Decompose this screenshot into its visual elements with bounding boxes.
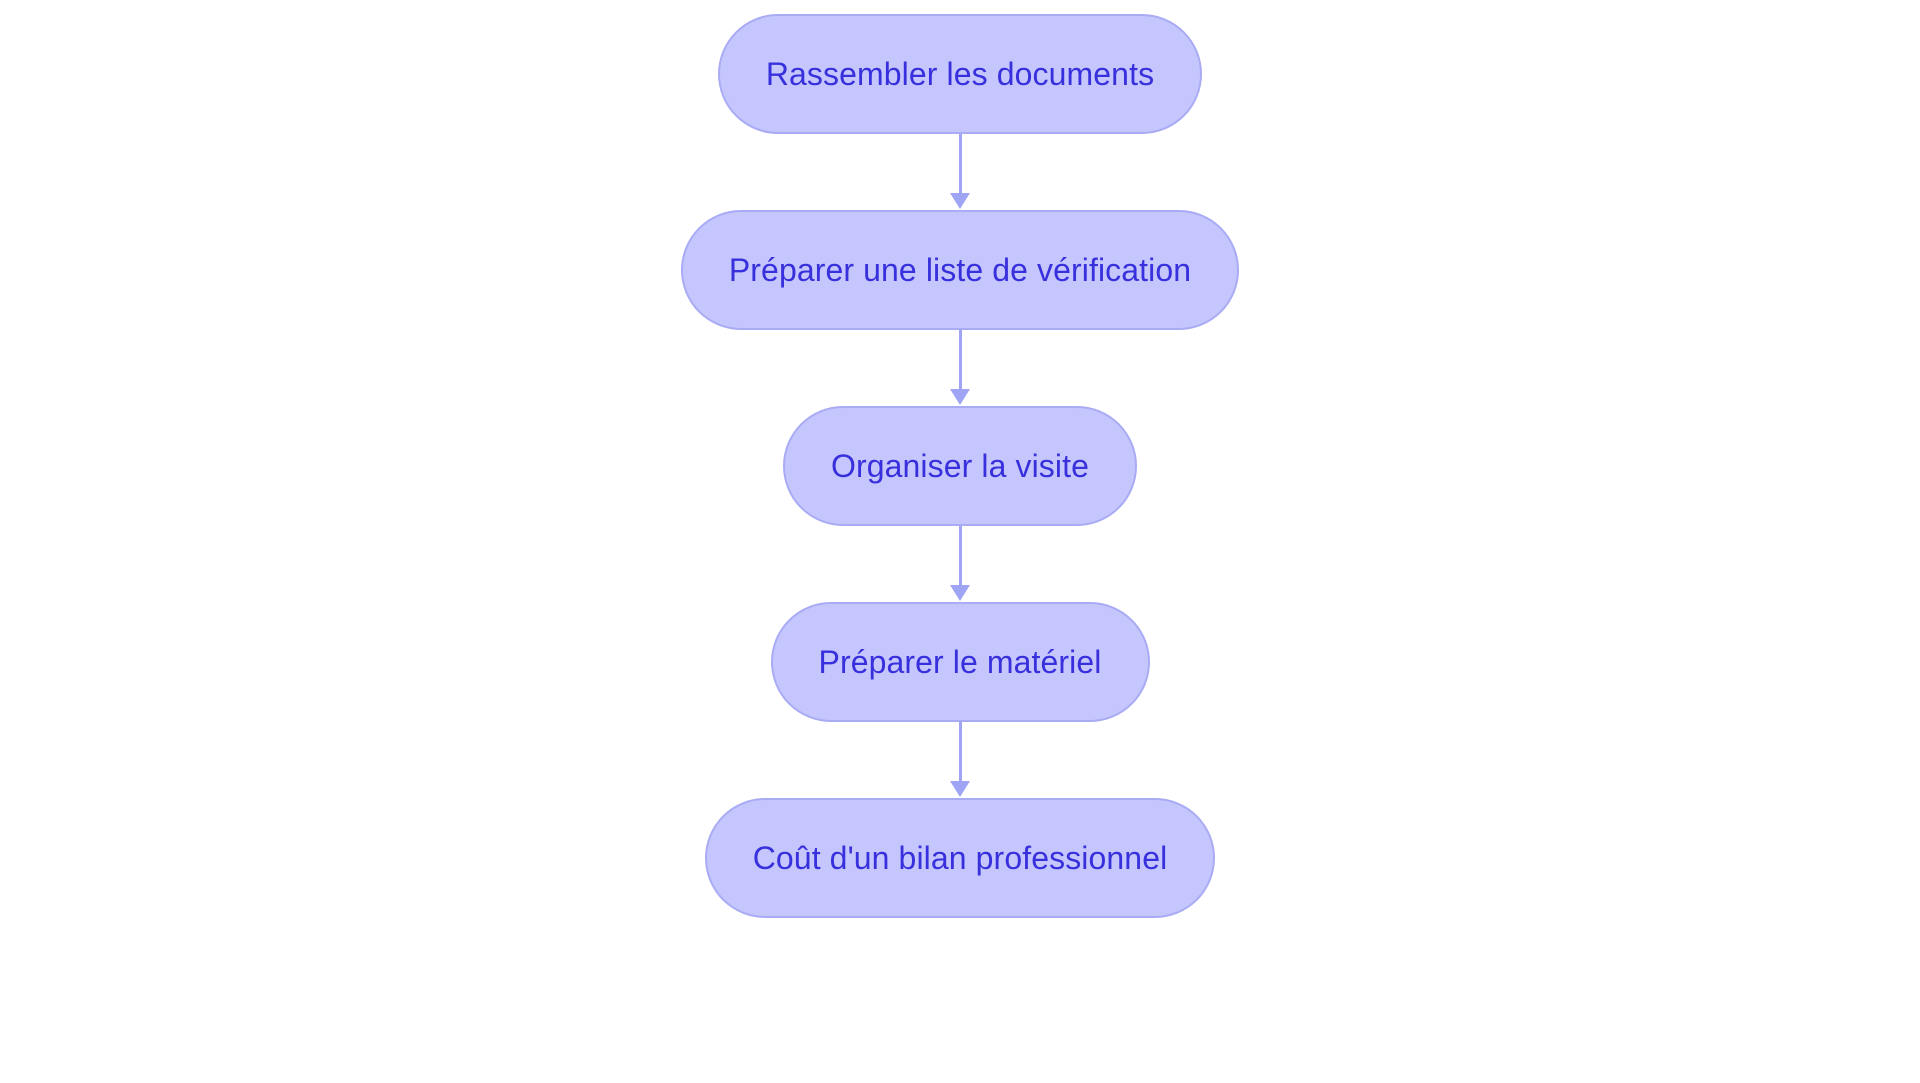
down-arrow-icon (950, 389, 970, 405)
connector-line (958, 526, 962, 586)
down-arrow-icon (950, 193, 970, 209)
connector-line (958, 722, 962, 782)
flow-connector-3 (950, 526, 970, 602)
flow-node-organiser-la-visite[interactable]: Organiser la visite (783, 406, 1137, 526)
flow-node-cout-d-un-bilan-professionnel[interactable]: Coût d'un bilan professionnel (704, 798, 1216, 918)
flow-node-rassembler-les-documents[interactable]: Rassembler les documents (717, 14, 1203, 134)
flow-node-preparer-le-materiel[interactable]: Préparer le matériel (770, 602, 1150, 722)
connector-line (958, 330, 962, 390)
flow-node-label: Rassembler les documents (765, 56, 1155, 92)
flow-node-label: Préparer une liste de vérification (728, 252, 1192, 288)
down-arrow-icon (950, 585, 970, 601)
flow-connector-4 (950, 722, 970, 798)
flow-node-label: Coût d'un bilan professionnel (752, 840, 1168, 876)
flow-node-preparer-une-liste-de-verification[interactable]: Préparer une liste de vérification (680, 210, 1240, 330)
flow-connector-1 (950, 134, 970, 210)
flow-node-label: Préparer le matériel (818, 644, 1102, 680)
down-arrow-icon (950, 781, 970, 797)
connector-line (958, 134, 962, 194)
flow-node-label: Organiser la visite (831, 448, 1089, 484)
flow-connector-2 (950, 330, 970, 406)
